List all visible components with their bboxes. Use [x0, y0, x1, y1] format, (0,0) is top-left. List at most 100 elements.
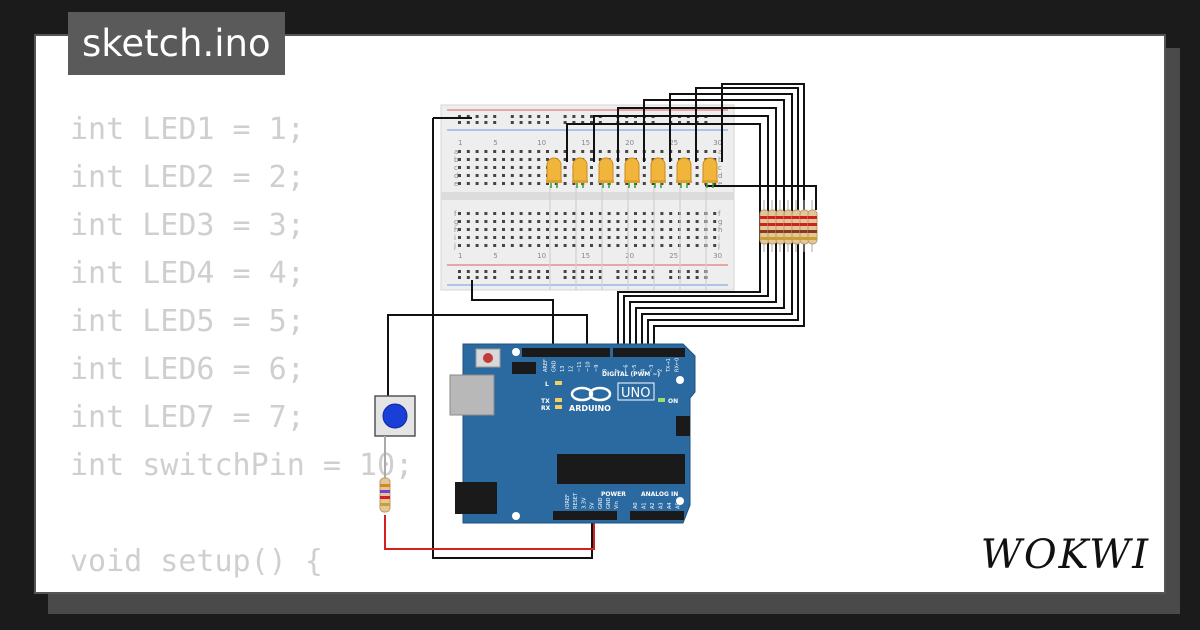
- row-label: j: [453, 242, 456, 250]
- pin-label: A4: [667, 502, 673, 509]
- pin-label: A0: [633, 502, 639, 509]
- led-1[interactable]: [546, 157, 562, 188]
- pin-label: A1: [642, 502, 648, 509]
- pin-label: Vin: [614, 501, 620, 509]
- resistor-6: [799, 200, 810, 252]
- wire-led6: [647, 87, 799, 352]
- pin-label: A2: [650, 502, 656, 509]
- code-preview: int LED1 = 1;int LED2 = 2;int LED3 = 3;i…: [70, 106, 503, 592]
- code-line: int LED4 = 4;: [70, 256, 305, 291]
- board-model: UNO: [621, 386, 650, 401]
- pin-label: GND: [606, 497, 612, 509]
- led-7[interactable]: [702, 157, 718, 188]
- board-indicator-leds: [555, 381, 665, 409]
- resistor-5: [791, 200, 802, 252]
- pin-label: ~11: [577, 361, 583, 372]
- column-number: 5: [493, 139, 497, 147]
- mount-hole: [512, 348, 520, 356]
- column-number: 30: [713, 139, 722, 147]
- reset-button: [483, 353, 493, 363]
- pin-label: IOREF: [565, 494, 571, 509]
- column-number: 30: [713, 252, 722, 260]
- code-line: int LED2 = 2;: [70, 160, 305, 195]
- led-2[interactable]: [572, 157, 588, 188]
- led-6[interactable]: [676, 157, 692, 188]
- wire-led1: [566, 123, 761, 352]
- usb-connector: [449, 374, 495, 416]
- pushbutton[interactable]: [374, 395, 416, 478]
- digital-header-left: [522, 348, 610, 357]
- pin-label: ~5: [632, 365, 638, 372]
- row-label: h: [454, 226, 458, 234]
- wires: [387, 83, 817, 559]
- pin-label: 2: [658, 369, 664, 372]
- board-led-label-on: ON: [668, 398, 678, 405]
- pushbutton-cap[interactable]: [382, 403, 408, 429]
- code-line: int LED3 = 3;: [70, 208, 305, 243]
- column-number: 1: [458, 139, 462, 147]
- column-number: 25: [669, 252, 678, 260]
- column-number: 10: [537, 252, 546, 260]
- column-number: 5: [493, 252, 497, 260]
- pushbutton-body: [374, 395, 416, 437]
- analog-label: ANALOG IN: [641, 491, 678, 498]
- led-3[interactable]: [598, 157, 614, 188]
- board-brand: ARDUINO: [569, 404, 611, 413]
- pin-label: A5: [676, 502, 682, 509]
- pin-label: ~10: [586, 361, 592, 372]
- pin-label: AREF: [543, 359, 549, 372]
- icsp-header-usb: [512, 362, 536, 374]
- pin-label: GND: [598, 497, 604, 509]
- resistor-3: [775, 200, 786, 252]
- analog-header: [630, 511, 684, 520]
- pin-label: GND: [552, 360, 558, 372]
- mount-hole: [676, 376, 684, 384]
- resistor-pack: [759, 200, 818, 252]
- breadboard-center-channel: [441, 192, 734, 200]
- wire-5v: [384, 515, 595, 550]
- resistor-2: [767, 200, 778, 252]
- pin-label: RESET: [573, 492, 579, 509]
- icsp-header: [676, 416, 690, 436]
- row-label: c: [454, 164, 458, 172]
- led-4[interactable]: [624, 157, 640, 188]
- file-tab[interactable]: sketch.ino: [68, 12, 285, 75]
- mount-hole: [512, 512, 520, 520]
- led-5[interactable]: [650, 157, 666, 188]
- row-label: d: [718, 172, 722, 180]
- wire-ground: [432, 117, 593, 559]
- column-number: 15: [581, 139, 590, 147]
- mount-hole: [676, 497, 684, 505]
- resistor-7: [807, 200, 818, 252]
- pin-label: RX←0: [675, 358, 681, 372]
- arduino-uno-board: L TX RX ON DIGITAL (PWM ~) POWER ANALOG …: [449, 343, 696, 524]
- pin-label: A3: [659, 502, 665, 509]
- code-line: int LED7 = 7;: [70, 400, 305, 435]
- pin-label: ~9: [594, 365, 600, 372]
- wokwi-logo: WOKWI: [980, 532, 1150, 578]
- pin-label: 12: [569, 366, 575, 372]
- board-led-label-l: L: [545, 381, 549, 388]
- resistor-4: [783, 200, 794, 252]
- column-number: 20: [625, 139, 634, 147]
- pin-label: ~3: [649, 365, 655, 372]
- wire-led3: [617, 107, 777, 352]
- file-tab-label: sketch.ino: [82, 22, 271, 65]
- code-line: void setup() {: [70, 544, 323, 579]
- code-line: int LED6 = 6;: [70, 352, 305, 387]
- pin-label: TX→1: [666, 358, 672, 373]
- pin-label: 5V: [590, 502, 596, 509]
- led-leads: [549, 186, 707, 290]
- row-label: a: [718, 148, 722, 156]
- row-label: e: [718, 180, 722, 188]
- column-number: 10: [537, 139, 546, 147]
- arduino-logo: ARDUINO UNO: [569, 382, 655, 413]
- row-label: f: [718, 210, 721, 218]
